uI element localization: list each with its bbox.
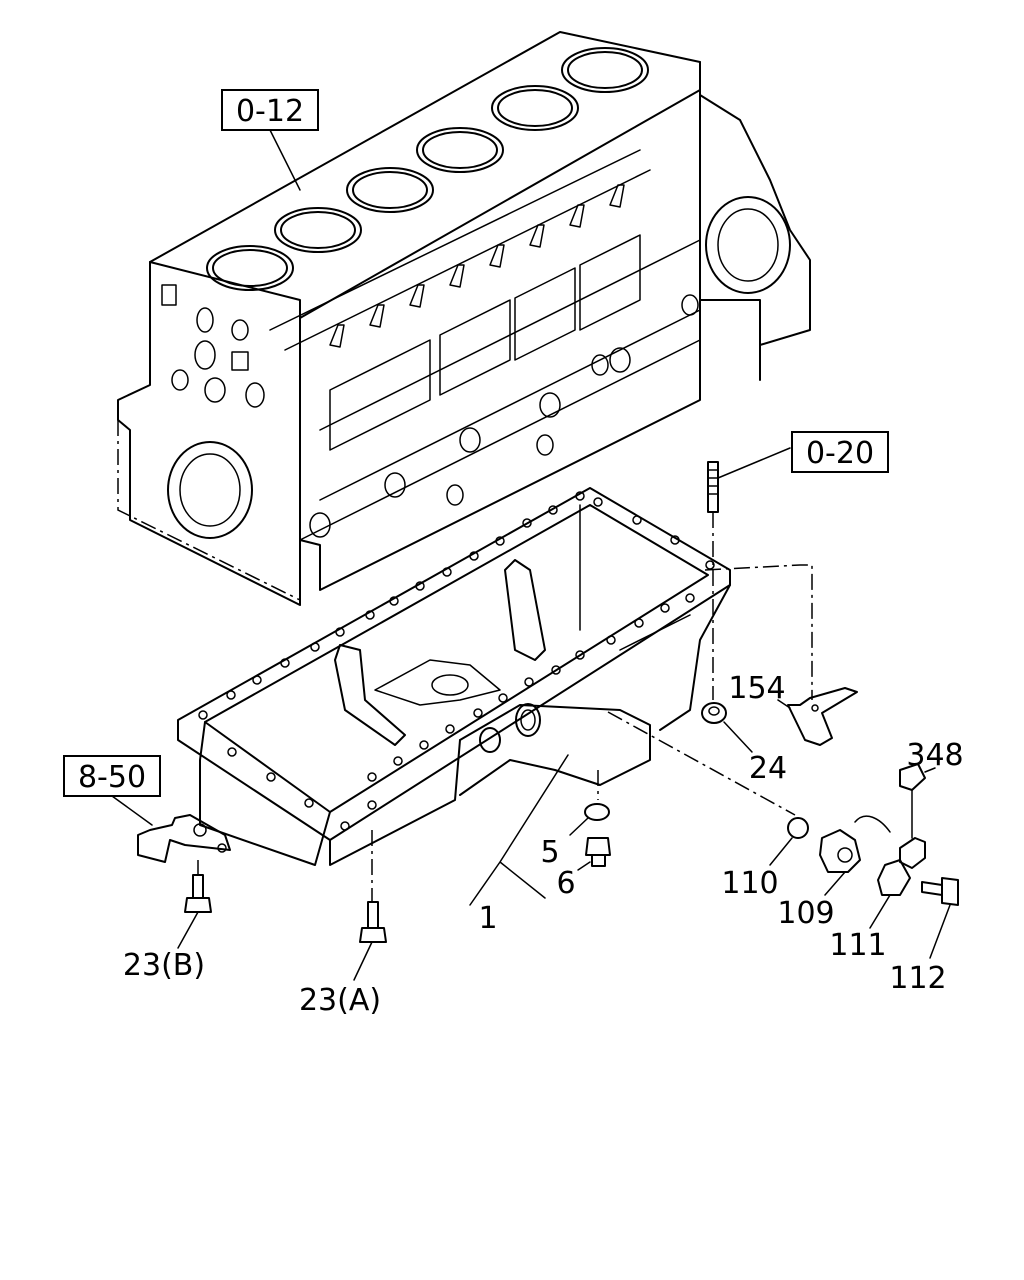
bracket-8-50 [111, 795, 231, 863]
reference-0-12-label: 0-12 [236, 94, 304, 129]
reference-0-20-label: 0-20 [806, 436, 874, 471]
cylinder-block [117, 31, 811, 606]
callout-110: 110 [721, 866, 778, 901]
stud [707, 447, 791, 700]
part-1-leader [469, 754, 569, 906]
bolt-23b [177, 860, 212, 949]
callout-348: 348 [906, 738, 963, 773]
oil-pan [177, 487, 731, 866]
reference-0-20: 0-20 [791, 431, 889, 473]
bracket [704, 564, 858, 746]
oil-level-sensor [607, 711, 959, 959]
callout-23a: 23(A) [299, 983, 381, 1018]
callout-1: 1 [478, 901, 497, 936]
callout-24: 24 [749, 751, 787, 786]
callout-154: 154 [728, 671, 785, 706]
callout-109: 109 [777, 896, 834, 931]
callout-112: 112 [889, 961, 946, 996]
reference-0-12: 0-12 [221, 89, 319, 191]
callout-6: 6 [556, 866, 575, 901]
bolt-23a [353, 830, 387, 981]
callout-23b: 23(B) [123, 948, 205, 983]
reference-8-50-label: 8-50 [78, 760, 146, 795]
flange-nut [701, 702, 753, 753]
callout-labels: 1 5 6 23(A) 23(B) 24 109 110 111 112 154… [123, 671, 964, 1018]
callout-111: 111 [829, 928, 886, 963]
callout-5: 5 [540, 835, 559, 870]
drain-plug [569, 770, 611, 871]
reference-8-50: 8-50 [63, 755, 161, 797]
